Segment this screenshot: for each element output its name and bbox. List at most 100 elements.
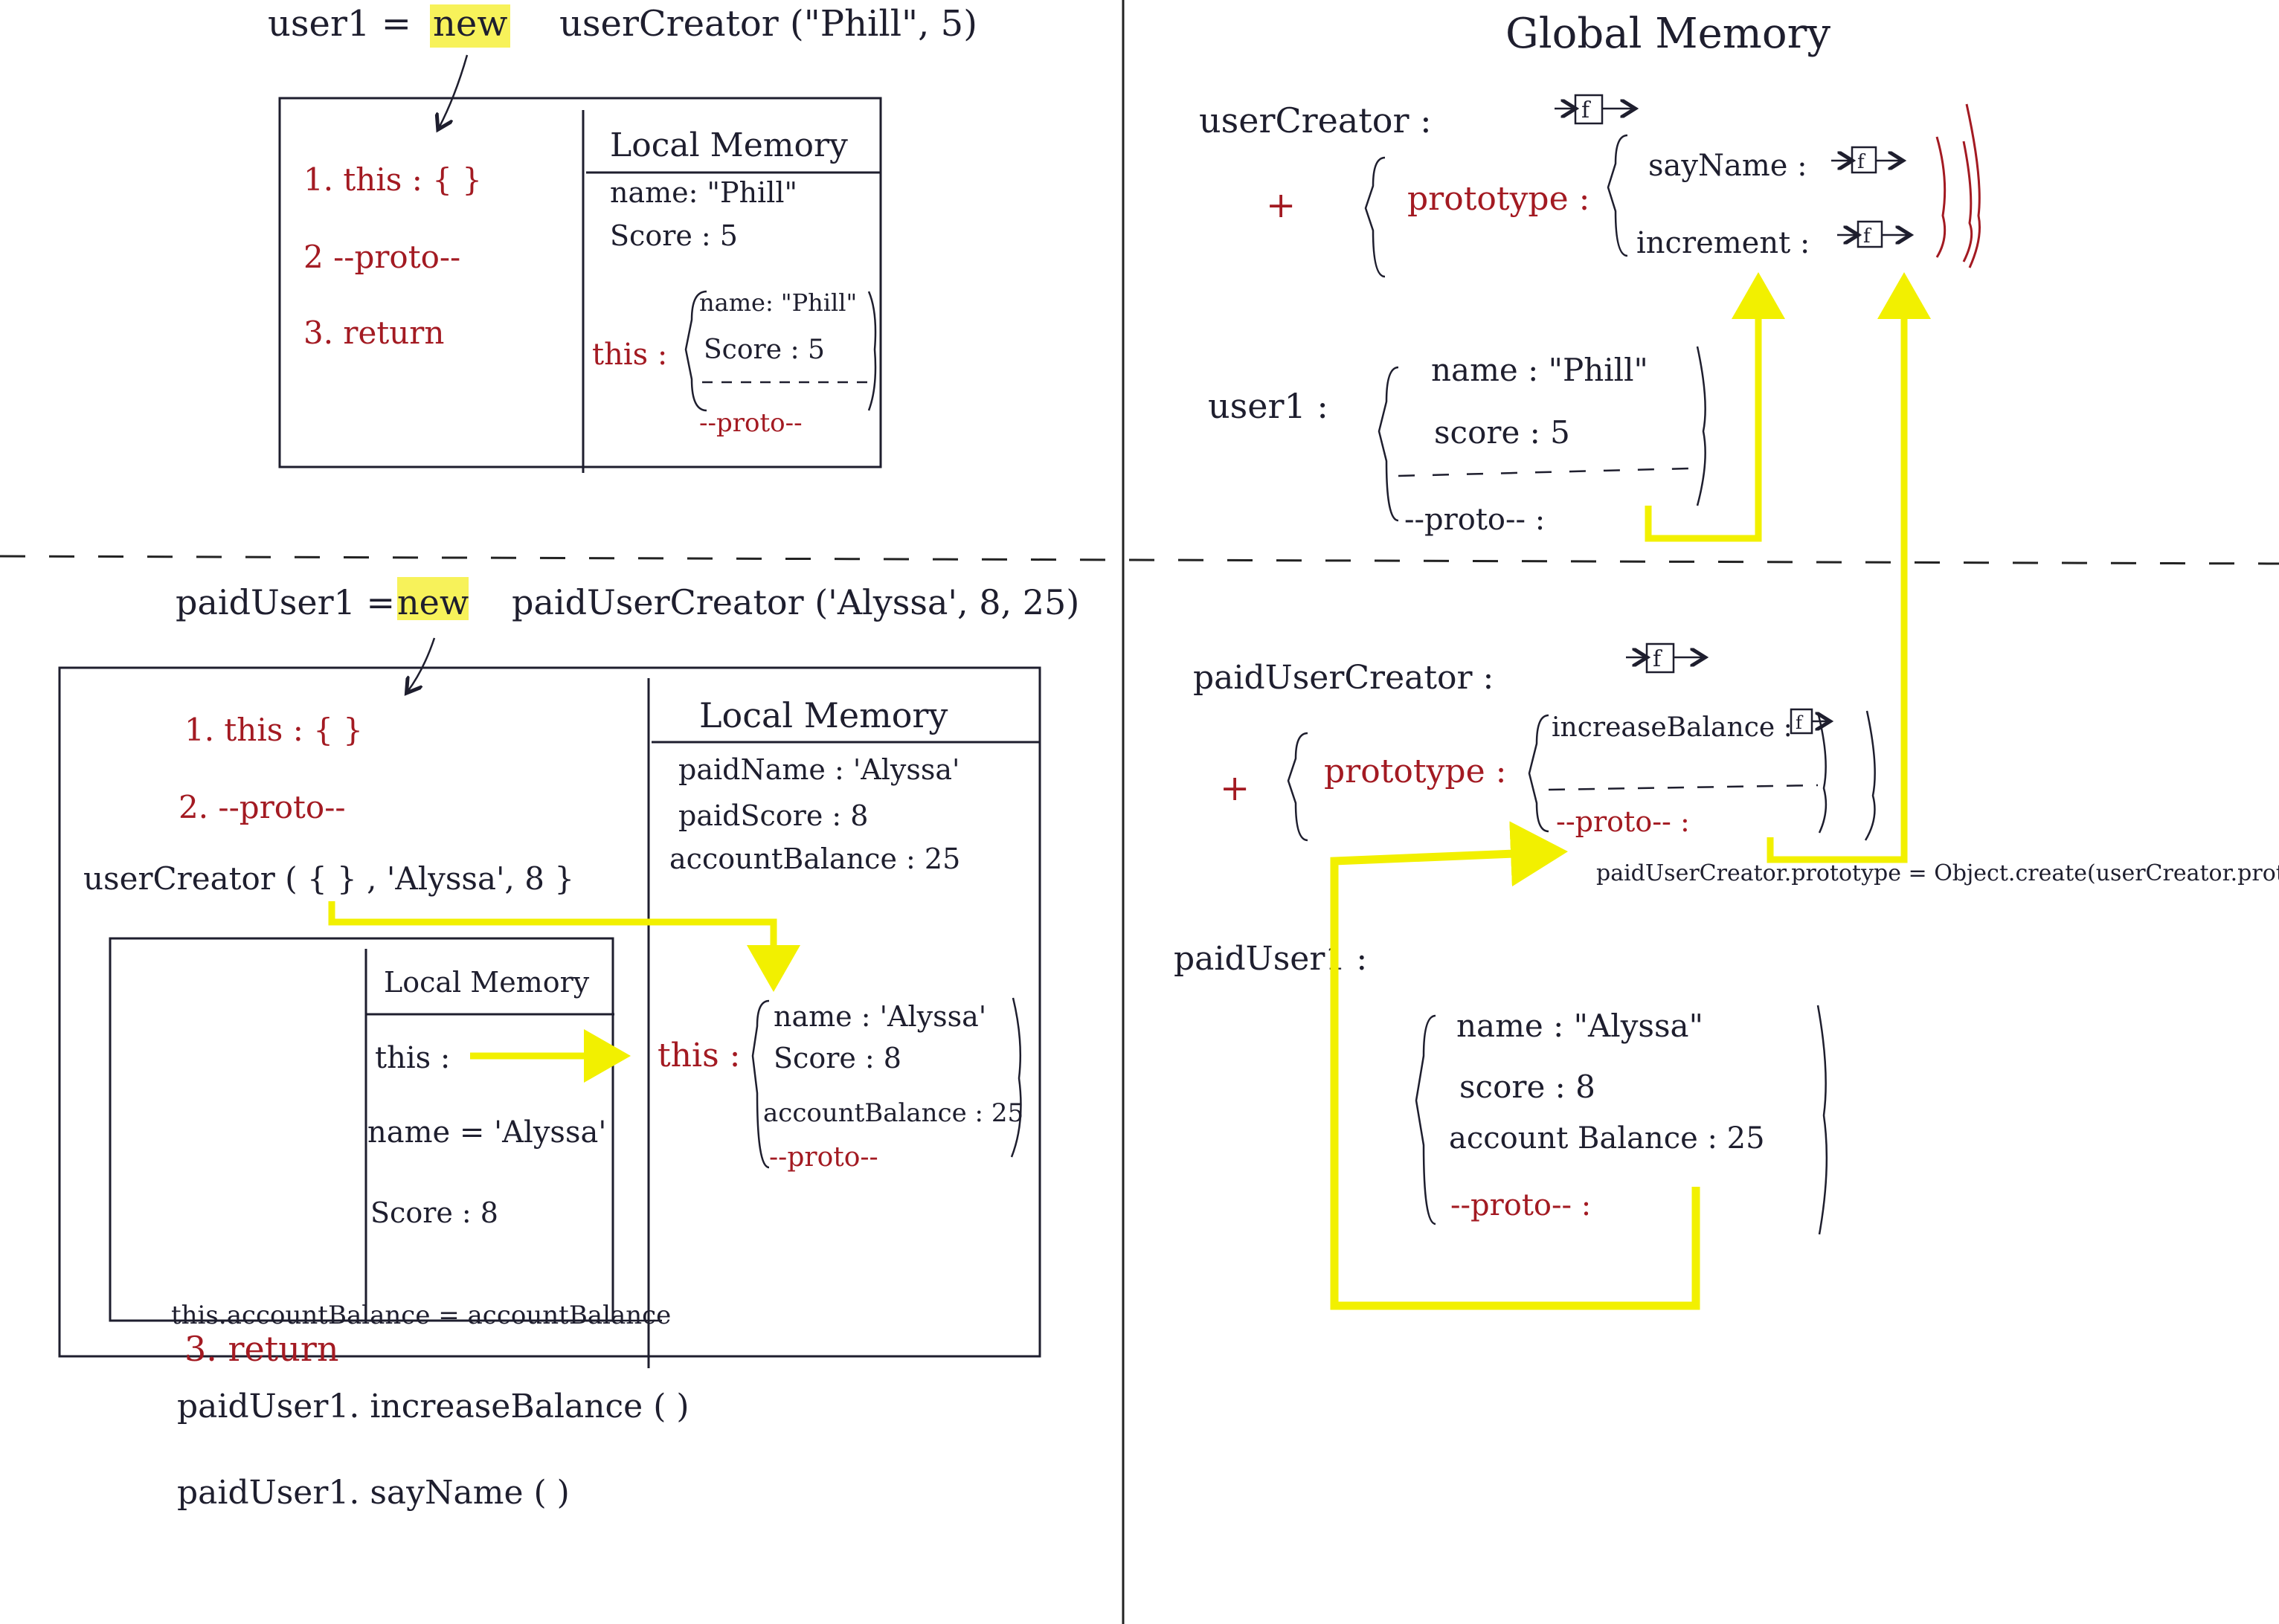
inner-score: Score : 8 — [370, 1196, 498, 1229]
proto-object-brace-left — [1607, 134, 1628, 257]
func-icon-user-creator: f — [1555, 94, 1633, 125]
highlight-new-bottom — [397, 577, 469, 620]
paiduser1-assign: paidUser1 = — [176, 582, 395, 622]
return-step-bottom: 3. return — [184, 1329, 338, 1369]
call-increase-balance: paidUser1. increaseBalance ( ) — [177, 1388, 690, 1425]
prototype-label-bottom: prototype : — [1324, 753, 1506, 790]
paid-proto-object-brace-left — [1528, 714, 1549, 833]
paid-proto-field: --proto-- : — [1556, 805, 1690, 838]
lm-score-top: Score : 5 — [610, 219, 738, 252]
step-proto: 2 --proto-- — [303, 239, 460, 275]
user1-proto: --proto-- : — [1404, 503, 1545, 537]
assign-account-balance: this.accountBalance = accountBalance — [171, 1301, 671, 1330]
new-arrow-bottom — [408, 637, 436, 692]
super-call: userCreator ( { } , 'Alyssa', 8 } — [83, 860, 574, 897]
func-icon-increment: f — [1837, 220, 1909, 248]
lm-this-proto-bottom: --proto-- — [769, 1142, 878, 1173]
lm-this-label-top: this : — [592, 338, 667, 372]
lm-paid-score: paidScore : 8 — [678, 799, 868, 832]
plus-top: + — [1266, 184, 1296, 226]
new-keyword-bottom: new — [397, 582, 469, 622]
lm-this-account-bottom: accountBalance : 25 — [763, 1098, 1023, 1128]
svg-text:f: f — [1653, 646, 1662, 672]
say-name-key: sayName : — [1648, 149, 1807, 183]
local-memory-title-top: Local Memory — [610, 126, 848, 164]
prototype-brace-right-2 — [1965, 103, 1981, 268]
increase-balance-key: increaseBalance : — [1552, 712, 1793, 743]
inner-local-memory-title: Local Memory — [384, 966, 590, 999]
step-this-bottom: 1. this : { } — [184, 712, 363, 748]
user1-score: score : 5 — [1434, 414, 1570, 451]
bottom-right-section: paidUserCreator : f + prototype : increa… — [1174, 642, 2279, 1310]
paid-user1-proto: --proto-- : — [1450, 1188, 1591, 1222]
func-icon-paid-creator: f — [1626, 642, 1703, 674]
local-memory-title-bottom: Local Memory — [699, 695, 948, 735]
lm-account-balance: accountBalance : 25 — [669, 842, 960, 875]
execution-context-box-bottom — [58, 666, 1041, 1358]
lm-paid-name: paidName : 'Alyssa' — [678, 753, 960, 786]
call-say-name: paidUser1. sayName ( ) — [177, 1474, 570, 1512]
paid-proto-object-brace-right — [1816, 712, 1828, 834]
paid-user1-score: score : 8 — [1459, 1069, 1595, 1105]
lm-this-label-bottom: this : — [658, 1037, 740, 1074]
yellow-arrow-paid-proto — [1767, 272, 1931, 863]
global-memory-title: Global Memory — [1505, 10, 1830, 58]
lm-this-name-bottom: name : 'Alyssa' — [774, 1000, 986, 1033]
paid-user1-name: name : "Alyssa" — [1456, 1008, 1703, 1044]
this-brace-right-top — [867, 291, 877, 411]
prototype-label-top: prototype : — [1407, 180, 1589, 218]
paid-prototype-brace-left — [1287, 732, 1308, 842]
inner-name: name = 'Alyssa' — [367, 1115, 606, 1150]
paid-user1-brace-right — [1816, 1005, 1828, 1235]
yellow-arrow-this-obj — [328, 901, 800, 992]
proto-object-brace-right — [1935, 136, 1947, 258]
bottom-left-section: paidUser1 = new paidUserCreator ('Alyssa… — [58, 577, 1079, 1512]
user1-name: name : "Phill" — [1431, 352, 1648, 388]
lm-name-top: name: "Phill" — [610, 176, 797, 209]
user1-brace-right — [1696, 346, 1706, 506]
paid-proto-dash — [1548, 784, 1819, 791]
this-brace-left-bottom — [751, 999, 770, 1169]
horizontal-dashed-divider — [0, 555, 2279, 565]
yellow-arrow-paid-user1-proto — [1330, 821, 1700, 1310]
prototype-brace-right-1 — [1962, 141, 1973, 262]
inner-this: this : — [375, 1041, 450, 1075]
yellow-arrow-user1-proto — [1645, 272, 1785, 542]
step-proto-bottom: 2. --proto-- — [179, 789, 346, 825]
lm-this-score-top: Score : 5 — [704, 335, 825, 365]
svg-text:f: f — [1857, 151, 1866, 173]
user-creator-call: userCreator ("Phill", 5) — [559, 3, 977, 45]
user1-label: user1 : — [1208, 386, 1328, 426]
lm-this-name-top: name: "Phill" — [699, 289, 857, 317]
increment-key: increment : — [1636, 226, 1810, 260]
plus-bottom: + — [1220, 767, 1250, 809]
this-brace-right-bottom — [1010, 997, 1022, 1158]
top-right-section: Global Memory userCreator : f + prototyp… — [1199, 10, 1981, 863]
user1-assign: user1 = — [268, 3, 411, 45]
svg-text:f: f — [1796, 712, 1804, 733]
highlight-new-top — [430, 4, 510, 48]
prototype-brace-left — [1364, 156, 1386, 278]
svg-text:f: f — [1863, 225, 1872, 248]
paid-user1-account-balance: account Balance : 25 — [1449, 1121, 1765, 1156]
user1-brace-left — [1378, 366, 1399, 522]
paid-prototype-brace-right — [1864, 710, 1876, 841]
lm-this-score-bottom: Score : 8 — [774, 1042, 901, 1074]
this-brace-left-top — [684, 290, 707, 412]
user-creator-label: userCreator : — [1199, 100, 1432, 141]
func-icon-say-name: f — [1831, 146, 1901, 174]
lm-this-proto-top: --proto-- — [699, 408, 803, 438]
step-this: 1. this : { } — [303, 161, 482, 198]
new-keyword-top: new — [433, 3, 507, 45]
paid-creator-label: paidUserCreator : — [1193, 659, 1494, 697]
object-create-note: paidUserCreator.prototype = Object.creat… — [1596, 860, 2279, 886]
execution-context-box-top — [278, 97, 882, 468]
paid-user1-brace-left — [1415, 1014, 1436, 1225]
new-arrow-top — [439, 54, 469, 128]
step-return: 3. return — [303, 315, 444, 351]
user1-dash — [1398, 467, 1689, 477]
svg-text:f: f — [1581, 97, 1591, 123]
paid-user-creator-call: paidUserCreator ('Alyssa', 8, 25) — [512, 582, 1079, 622]
top-left-section: user1 = new userCreator ("Phill", 5) 1. … — [268, 3, 977, 473]
